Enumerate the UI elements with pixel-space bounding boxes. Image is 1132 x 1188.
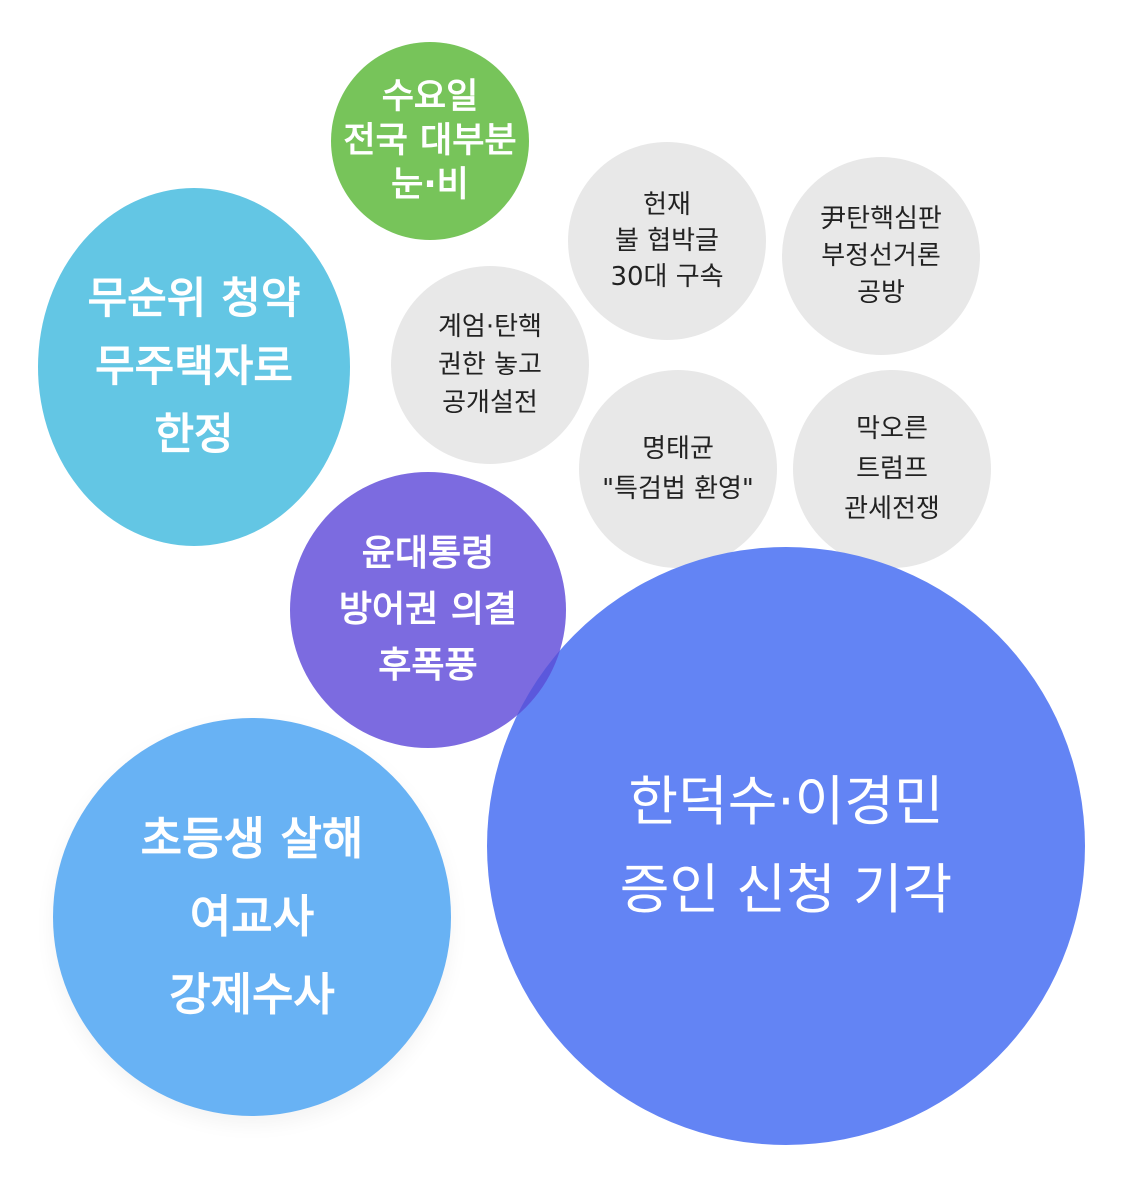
- bubble-trump-line-2: 트럼프: [856, 454, 928, 484]
- bubble-subscription-line-1: 무순위 청약: [87, 274, 301, 324]
- bubble-subscription[interactable]: 무순위 청약 무주택자로 한정: [38, 188, 350, 546]
- bubble-rain-line-2: 전국 대부분: [343, 121, 517, 161]
- bubble-defense-line-1: 윤대통령: [361, 533, 495, 574]
- bubble-witness-line-2: 증인 신청 기각: [619, 858, 953, 921]
- bubble-teacher[interactable]: 초등생 살해 여교사 강제수사: [53, 718, 451, 1116]
- bubble-teacher-line-2: 여교사: [189, 890, 315, 943]
- bubble-teacher-line-1: 초등생 살해: [140, 812, 364, 865]
- bubble-trump-line-3: 관세전쟁: [844, 494, 940, 524]
- bubble-teacher-line-3: 강제수사: [169, 968, 335, 1021]
- bubble-trump[interactable]: 막오른 트럼프 관세전쟁: [793, 370, 991, 568]
- bubble-court-arrest-line-3: 30대 구속: [610, 262, 724, 292]
- bubble-myung-line-1: 명태균: [642, 434, 714, 464]
- bubble-subscription-line-3: 한정: [154, 410, 234, 460]
- bubble-martial-law-line-2: 권한 놓고: [438, 350, 542, 380]
- bubble-martial-law-line-1: 계엄·탄핵: [438, 312, 542, 342]
- bubble-court-arrest-line-1: 헌재: [643, 190, 691, 220]
- bubble-court-arrest[interactable]: 헌재 불 협박글 30대 구속: [568, 142, 766, 340]
- bubble-court-arrest-line-2: 불 협박글: [615, 226, 719, 256]
- bubble-witness[interactable]: 한덕수·이경민 증인 신청 기각: [487, 547, 1085, 1145]
- bubble-trump-line-1: 막오른: [856, 414, 928, 444]
- bubble-subscription-line-2: 무주택자로: [95, 342, 293, 392]
- bubble-rain-line-3: 눈·비: [391, 165, 469, 205]
- bubble-election-fraud-line-2: 부정선거론: [821, 240, 941, 271]
- bubble-election-fraud-line-1: 尹탄핵심판: [820, 203, 942, 234]
- bubble-myung-line-2: "특검법 환영": [602, 474, 754, 504]
- bubble-rain[interactable]: 수요일 전국 대부분 눈·비: [331, 42, 529, 240]
- bubble-witness-line-1: 한덕수·이경민: [628, 770, 944, 833]
- bubble-martial-law[interactable]: 계엄·탄핵 권한 놓고 공개설전: [391, 266, 589, 464]
- bubble-defense[interactable]: 윤대통령 방어권 의결 후폭풍: [290, 472, 566, 748]
- bubble-myung[interactable]: 명태균 "특검법 환영": [579, 370, 777, 568]
- bubble-election-fraud-line-3: 공방: [857, 277, 905, 308]
- bubble-election-fraud[interactable]: 尹탄핵심판 부정선거론 공방: [782, 157, 980, 355]
- bubble-defense-line-3: 후폭풍: [378, 645, 478, 686]
- bubble-martial-law-line-3: 공개설전: [442, 388, 538, 418]
- bubble-defense-line-2: 방어권 의결: [338, 589, 518, 630]
- bubble-rain-line-1: 수요일: [381, 77, 479, 117]
